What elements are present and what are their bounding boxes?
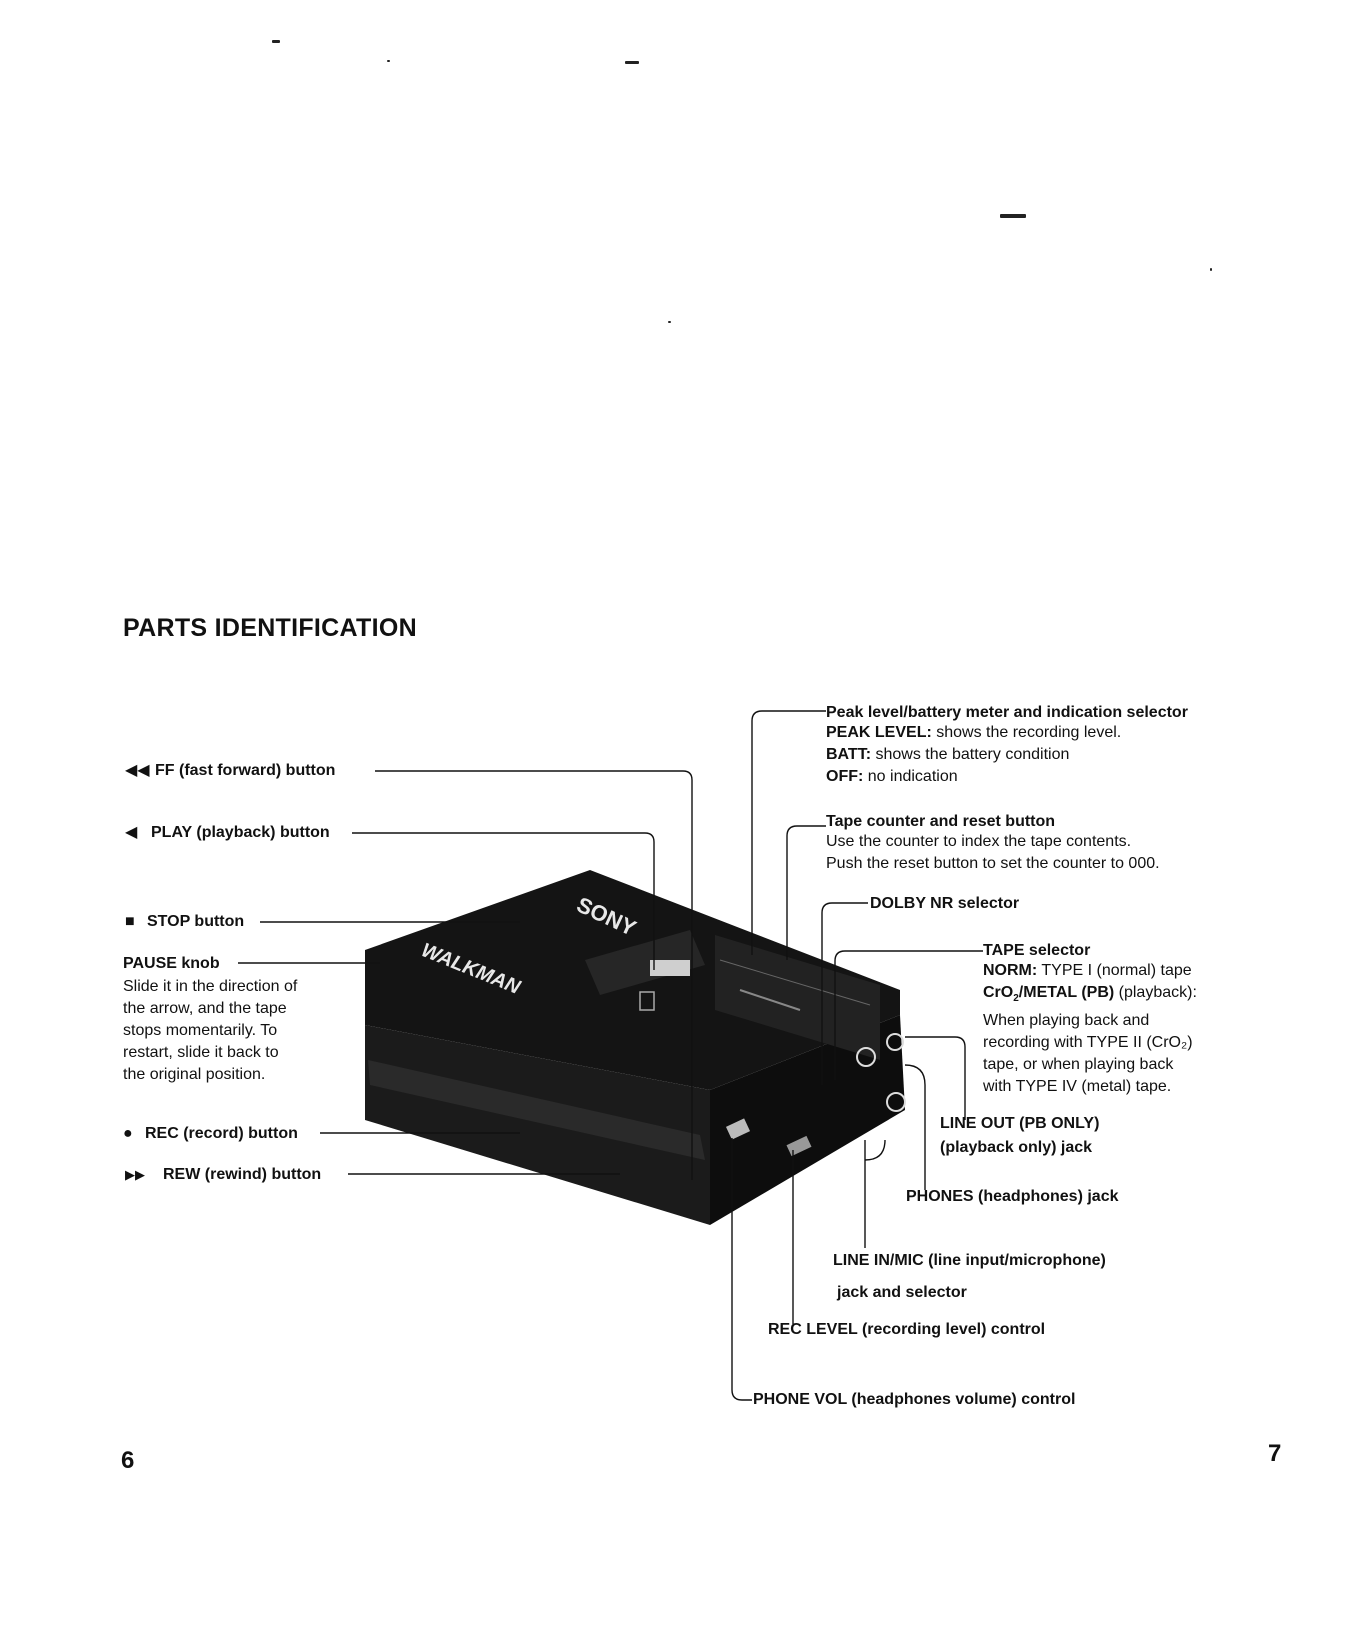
rec-icon: ● (123, 1125, 133, 1142)
tape-selector-block: TAPE selector NORM: TYPE I (normal) tape… (983, 942, 1197, 1096)
dolby-nr-label: DOLBY NR selector (870, 895, 1020, 912)
rec-button-label: ●REC (record) button (123, 1125, 298, 1142)
tape-counter-title: Tape counter and reset button (826, 813, 1056, 830)
peak-meter-title: Peak level/battery meter and indication … (826, 704, 1188, 721)
play-button-label: ◀PLAY (playback) button (125, 824, 330, 841)
scan-speck (625, 61, 639, 64)
page-number-left: 6 (121, 1447, 135, 1474)
page-number-right: 7 (1268, 1440, 1282, 1467)
scan-speck (272, 40, 280, 43)
ff-icon: ◀◀ (125, 762, 150, 779)
peak-meter-block: Peak level/battery meter and indication … (826, 704, 1188, 785)
stop-button-label: ■STOP button (125, 913, 245, 930)
pause-knob-label: PAUSE knob (123, 955, 220, 972)
rec-level-label: REC LEVEL (recording level) control (768, 1321, 1046, 1338)
phone-vol-label: PHONE VOL (headphones volume) control (753, 1391, 1076, 1408)
tape-counter-block: Tape counter and reset button Use the co… (826, 813, 1160, 872)
scan-speck (1210, 268, 1212, 271)
stop-icon: ■ (125, 913, 135, 930)
rew-button-label: ▶▶REW (rewind) button (125, 1166, 322, 1183)
line-in-mic-label: LINE IN/MIC (line input/microphone) jack… (833, 1252, 1106, 1301)
play-icon: ◀ (125, 824, 138, 841)
ff-button-label: ◀◀FF (fast forward) button (125, 762, 336, 779)
scan-speck (668, 321, 671, 323)
rew-icon: ▶▶ (125, 1167, 145, 1182)
scan-speck (1000, 214, 1026, 218)
page-title: PARTS IDENTIFICATION (123, 614, 417, 642)
pause-knob-description: Slide it in the direction of the arrow, … (123, 978, 298, 1083)
tape-selector-title: TAPE selector (983, 942, 1091, 959)
line-out-jack-label: LINE OUT (PB ONLY) (playback only) jack (940, 1115, 1100, 1156)
scan-speck (387, 60, 390, 62)
phones-jack-label: PHONES (headphones) jack (906, 1188, 1119, 1205)
